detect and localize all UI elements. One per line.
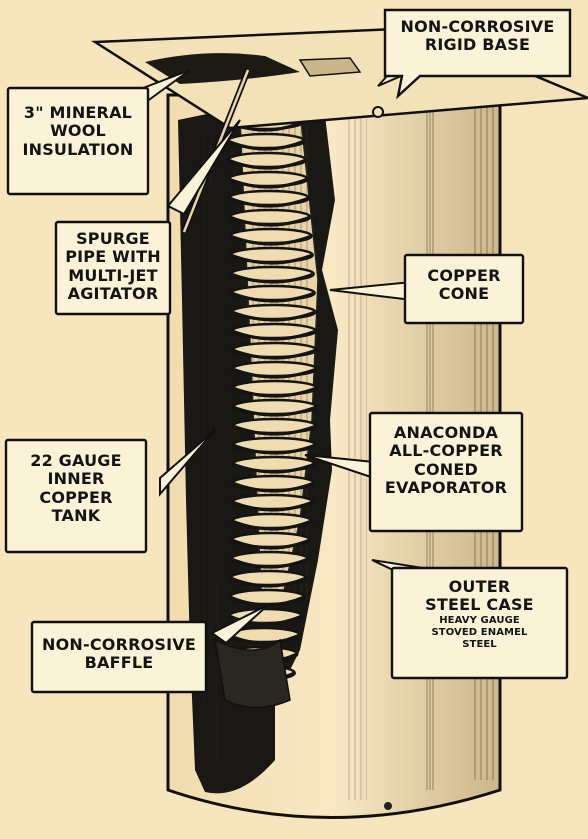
label-line: RIGID BASE	[385, 36, 570, 54]
baffle	[215, 640, 290, 708]
label-line: NON-CORROSIVE	[385, 18, 570, 36]
label-line: PIPE WITH	[56, 248, 170, 266]
label-line: COPPER	[6, 489, 146, 507]
label-line: INSULATION	[8, 141, 148, 159]
label-line: CONED	[370, 461, 522, 479]
label-line: AGITATOR	[56, 285, 170, 303]
label-baffle: NON-CORROSIVE BAFFLE	[32, 636, 206, 673]
label-line: ANACONDA	[370, 424, 522, 442]
label-subline: HEAVY GAUGE	[392, 615, 567, 627]
label-insulation: 3" MINERAL WOOL INSULATION	[8, 104, 148, 159]
label-line: SPURGE	[56, 230, 170, 248]
label-line: BAFFLE	[32, 654, 206, 672]
label-line: TANK	[6, 507, 146, 525]
label-inner-tank: 22 GAUGE INNER COPPER TANK	[6, 452, 146, 526]
label-line: ALL-COPPER	[370, 442, 522, 460]
label-line: OUTER	[392, 578, 567, 596]
label-line: 22 GAUGE	[6, 452, 146, 470]
label-line: EVAPORATOR	[370, 479, 522, 497]
label-line: 3" MINERAL	[8, 104, 148, 122]
label-line: WOOL	[8, 122, 148, 140]
label-line: INNER	[6, 470, 146, 488]
label-line: STEEL CASE	[392, 596, 567, 614]
label-line: MULTI-JET	[56, 267, 170, 285]
label-outer-case: OUTER STEEL CASE HEAVY GAUGE STOVED ENAM…	[392, 578, 567, 651]
label-copper-cone: COPPER CONE	[405, 267, 523, 304]
label-evaporator: ANACONDA ALL-COPPER CONED EVAPORATOR	[370, 424, 522, 498]
label-subline: STOVED ENAMEL	[392, 627, 567, 639]
label-line: COPPER	[405, 267, 523, 285]
label-subline: STEEL	[392, 639, 567, 651]
label-spurge-pipe: SPURGE PIPE WITH MULTI-JET AGITATOR	[56, 230, 170, 304]
label-line: NON-CORROSIVE	[32, 636, 206, 654]
label-rigid-base: NON-CORROSIVE RIGID BASE	[385, 18, 570, 55]
label-line: CONE	[405, 285, 523, 303]
